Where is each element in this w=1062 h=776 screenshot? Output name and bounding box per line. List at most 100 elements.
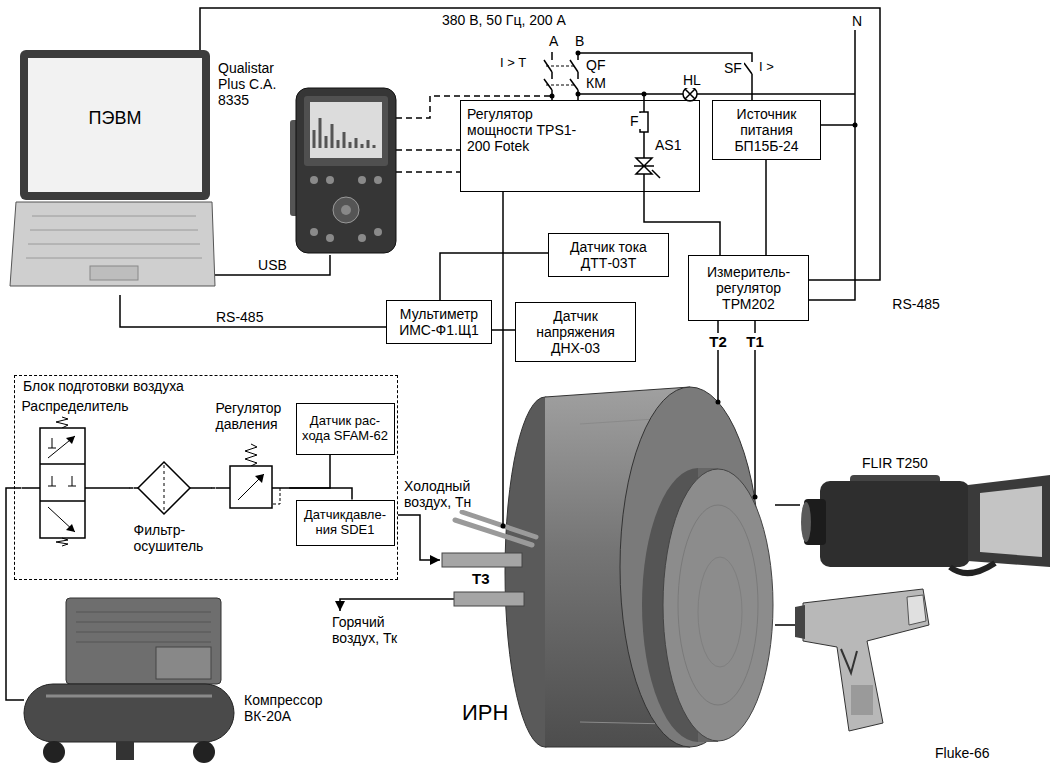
pyrometer-figure-drawing-part: [851, 685, 873, 715]
analyzer-figure-drawing-part-part: [358, 234, 366, 242]
wire-connector: [290, 455, 331, 489]
device-designator: QF: [584, 57, 607, 73]
box-label: Датчик тока ДТТ-03Т: [553, 239, 664, 271]
group-title: Блок подготовки воздуха: [23, 378, 184, 394]
analyzer-figure-drawing-part-part: [374, 176, 382, 184]
figure-label: Регулятор давления: [216, 400, 290, 432]
valve-figure-drawing-part: [66, 436, 75, 444]
wire-connector: [765, 160, 767, 255]
analyzer-figure-drawing-part-part: [358, 176, 366, 184]
filter-figure-drawing-part: [138, 462, 190, 514]
thermal-camera-figure-drawing-part: [801, 502, 811, 542]
compressor-figure-drawing-part: [66, 598, 221, 684]
flow-label: Горячий воздух, Тк: [330, 614, 418, 646]
neutral-name: N: [850, 13, 864, 29]
junction-dot: [550, 94, 555, 99]
junction-dot: [642, 92, 647, 97]
analyzer-figure-drawing-part-part: [326, 176, 334, 184]
valve-figure-drawing-part: [22, 487, 130, 489]
valve-figure-drawing-part: [48, 438, 56, 448]
wire-connector: [120, 295, 386, 327]
valve-figure-drawing-part: [40, 428, 85, 538]
analyzer-figure-drawing-part: [310, 102, 382, 158]
wire-connector: [200, 8, 880, 280]
compressor-figure-drawing-part: [24, 684, 234, 742]
device-designator: КМ: [584, 75, 608, 91]
valve-figure-drawing-part: [56, 538, 68, 546]
compressor-figure-drawing-part: [193, 741, 215, 763]
analyzer-figure-drawing-part: [310, 176, 382, 242]
lamp-symbol: [683, 87, 697, 101]
device-designator: F: [628, 113, 641, 129]
wire-connector: [290, 488, 353, 500]
multimeter-box: Мультиметр ИМС-Ф1.Щ1: [386, 300, 492, 344]
laptop-figure-drawing-part: [20, 50, 210, 200]
filter-figure-drawing-part: [163, 465, 164, 511]
laptop-figure-drawing-part: [90, 266, 138, 280]
neutral-wire: [808, 30, 855, 300]
hot-air-arrow: [340, 599, 455, 611]
box-label: Источник питания БП15Б-24: [717, 106, 816, 154]
heater-figure-drawing-part: [716, 400, 721, 405]
box-label: Датчикдавле- ния SDE1: [301, 508, 390, 538]
filter-figure: Фильтр- осушитель: [134, 452, 212, 576]
valve-figure-drawing-part: [48, 476, 76, 486]
edge-label: T1: [744, 333, 766, 350]
pressure-regulator-figure-drawing-part: [272, 488, 280, 504]
fuse-symbol: [640, 112, 648, 132]
junction-dot: [576, 51, 581, 56]
filter-figure-drawing: [134, 452, 212, 576]
thermal-camera-figure-drawing-part: [980, 486, 1042, 557]
figure-label: ПЭВМ: [28, 108, 202, 129]
heater-figure-drawing: [440, 362, 775, 757]
air-unit-group: Блок подготовки воздухаРаспределительФил…: [14, 375, 398, 580]
phase-name: B: [573, 33, 586, 49]
laptop-figure-drawing: [10, 50, 215, 295]
thermal-camera-figure-drawing-part: [950, 563, 995, 573]
wire-connector: [398, 515, 440, 560]
laptop-figure: ПЭВМ: [10, 50, 215, 295]
analyzer-figure-drawing-part: [304, 96, 388, 166]
pressure-regulator-figure-drawing-part: [245, 444, 257, 466]
box-label: Измеритель- регулятор ТРМ202: [693, 264, 804, 312]
thermal-camera-figure-drawing-part: [968, 475, 1050, 567]
thyristor-symbol: [634, 158, 660, 178]
heater-figure-drawing-part: [442, 553, 522, 567]
figure-label: Распределитель: [22, 398, 129, 414]
box-label: AS1: [655, 137, 681, 153]
thermal-camera-figure-drawing-part: [820, 481, 970, 567]
breaker-mark: I >: [757, 60, 776, 75]
analyzer-figure-drawing-part: [333, 197, 359, 223]
contactor-link: [546, 85, 576, 86]
edge-label: T2: [707, 333, 729, 350]
analyzer-figure-drawing-part-part: [310, 228, 318, 236]
analyzer-figure-drawing-part-part: [374, 228, 382, 236]
valve-figure-drawing-part: [40, 464, 85, 501]
edge-label: RS-485: [214, 309, 265, 325]
heater-figure-drawing-part: [678, 505, 758, 705]
box-label: Датчик рас- хода SFAM-62: [301, 414, 390, 444]
laptop-figure-drawing-part: [28, 58, 202, 192]
valve-figure-drawing-part: [48, 507, 75, 532]
figure-label: Фильтр- осушитель: [134, 522, 212, 554]
lamp-cross: [685, 89, 695, 99]
filter-figure-drawing-part: [134, 487, 212, 489]
figure-label: FLIR T250: [862, 455, 928, 471]
analyzer-figure-drawing-part-part: [326, 234, 334, 242]
compressor-figure-drawing-part: [156, 647, 211, 679]
pyrometer-figure-drawing-part: [907, 595, 926, 625]
wire-connector: [440, 253, 548, 300]
edge-label: RS-485: [890, 296, 941, 312]
power-supply-box: Источник питания БП15Б-24: [712, 100, 821, 160]
figure-label: Компрессор ВК-20А: [244, 692, 328, 724]
box-label: Датчик напряжения ДНХ-03: [520, 308, 631, 356]
compressor-figure-drawing-part: [16, 699, 24, 701]
analyzer-figure: Qualistar Plus C.A. 8335: [218, 60, 396, 255]
wire-connector: [775, 624, 795, 626]
edge-label: Холодный воздух, Тн: [402, 478, 498, 510]
compressor-figure-drawing-part: [76, 612, 211, 642]
valve-figure: Распределитель: [22, 398, 130, 546]
breaker-mark: I > T: [498, 56, 528, 71]
figure-label: Fluke-66: [935, 745, 989, 761]
